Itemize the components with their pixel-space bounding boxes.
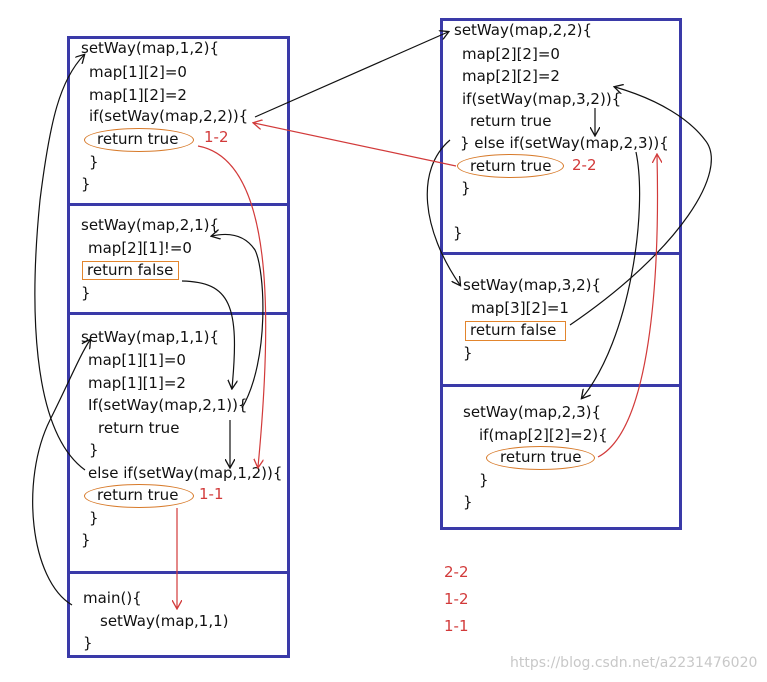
- right3-line-2: if(map[2][2]=2){: [479, 426, 608, 444]
- left2-line-4: }: [81, 284, 91, 302]
- right3-line-5: }: [463, 493, 473, 511]
- right-divider-2: [440, 384, 682, 387]
- tag-1-2: 1-2: [204, 128, 229, 146]
- right2-line-4: }: [463, 344, 473, 362]
- left-divider-2: [67, 312, 290, 315]
- right2-line-2: map[3][2]=1: [471, 299, 569, 317]
- left3-line-3: map[1][1]=2: [88, 374, 186, 392]
- arrow-left2-return-to-left3: [181, 280, 234, 388]
- arrow-left1-to-right1: [254, 32, 448, 118]
- left3-line-2: map[1][1]=0: [88, 351, 186, 369]
- right1-line-5: return true: [470, 112, 552, 130]
- right2-return-box: [465, 321, 566, 341]
- right-divider-1: [440, 252, 682, 255]
- tag-1-1: 1-1: [199, 485, 224, 503]
- left4-line-3: }: [83, 634, 93, 652]
- left1-line-2: map[1][2]=0: [89, 63, 187, 81]
- right3-return-ellipse: [486, 446, 595, 470]
- left3-line-8: return true: [97, 486, 179, 504]
- right1-line-2: map[2][2]=0: [462, 45, 560, 63]
- right1-line-4: if(setWay(map,3,2)){: [462, 90, 622, 108]
- left3-line-6: }: [89, 441, 99, 459]
- right3-line-3: return true: [500, 448, 582, 466]
- left3-line-7: else if(setWay(map,1,2)){: [88, 464, 283, 482]
- right1-line-1: setWay(map,2,2){: [454, 21, 593, 39]
- right-stack-frame: [440, 18, 682, 530]
- right1-line-3: map[2][2]=2: [462, 67, 560, 85]
- watermark-text: https://blog.csdn.net/a2231476020: [510, 655, 758, 671]
- left3-return-ellipse: [84, 484, 194, 508]
- left3-line-9: }: [89, 509, 99, 527]
- left3-line-5: return true: [98, 419, 180, 437]
- left1-line-7: }: [81, 175, 91, 193]
- arrow-right2-return-to-right1: [569, 87, 712, 326]
- order-item-1: 2-2: [444, 563, 469, 581]
- arrow-left3-to-left2: [212, 234, 264, 409]
- left2-line-3: return false: [87, 261, 174, 279]
- right1-line-6: } else if(setWay(map,2,3)){: [460, 134, 669, 152]
- right1-line-7: return true: [470, 157, 552, 175]
- order-item-2: 1-2: [444, 590, 469, 608]
- left3-line-4: If(setWay(map,2,1)){: [88, 396, 248, 414]
- arrow-red-right3-up: [597, 155, 657, 458]
- arrow-right1-to-right3: [582, 151, 641, 398]
- right3-line-1: setWay(map,2,3){: [463, 403, 602, 421]
- arrow-right1-to-right2: [426, 139, 460, 285]
- left4-line-1: main(){: [83, 589, 142, 607]
- right2-line-3: return false: [470, 321, 557, 339]
- arrow-red-right1-to-left1: [254, 123, 457, 167]
- left2-line-1: setWay(map,2,1){: [81, 216, 220, 234]
- left2-return-box: [82, 261, 179, 280]
- left-divider-1: [67, 203, 290, 206]
- right3-line-4: }: [479, 471, 489, 489]
- order-item-3: 1-1: [444, 617, 469, 635]
- right1-line-9: }: [453, 224, 463, 242]
- left-divider-3: [67, 571, 290, 574]
- arrow-left3-else-to-left1: [34, 55, 85, 471]
- right2-line-1: setWay(map,3,2){: [463, 276, 602, 294]
- left1-line-6: }: [89, 153, 99, 171]
- left3-line-1: setWay(map,1,1){: [81, 328, 220, 346]
- left1-line-5: return true: [97, 130, 179, 148]
- arrow-red-left1-down: [197, 145, 267, 467]
- right1-return-ellipse: [457, 154, 564, 178]
- left1-return-ellipse: [84, 128, 194, 152]
- left4-line-2: setWay(map,1,1): [100, 612, 229, 630]
- left1-line-1: setWay(map,1,2){: [81, 39, 220, 57]
- left-stack-frame: [67, 36, 290, 658]
- tag-2-2: 2-2: [572, 156, 597, 174]
- left2-line-2: map[2][1]!=0: [88, 239, 192, 257]
- left1-line-3: map[1][2]=2: [89, 86, 187, 104]
- left3-line-10: }: [81, 531, 91, 549]
- arrow-main-to-left3: [32, 340, 90, 606]
- left1-line-4: if(setWay(map,2,2)){: [89, 107, 249, 125]
- right1-line-8: }: [461, 179, 471, 197]
